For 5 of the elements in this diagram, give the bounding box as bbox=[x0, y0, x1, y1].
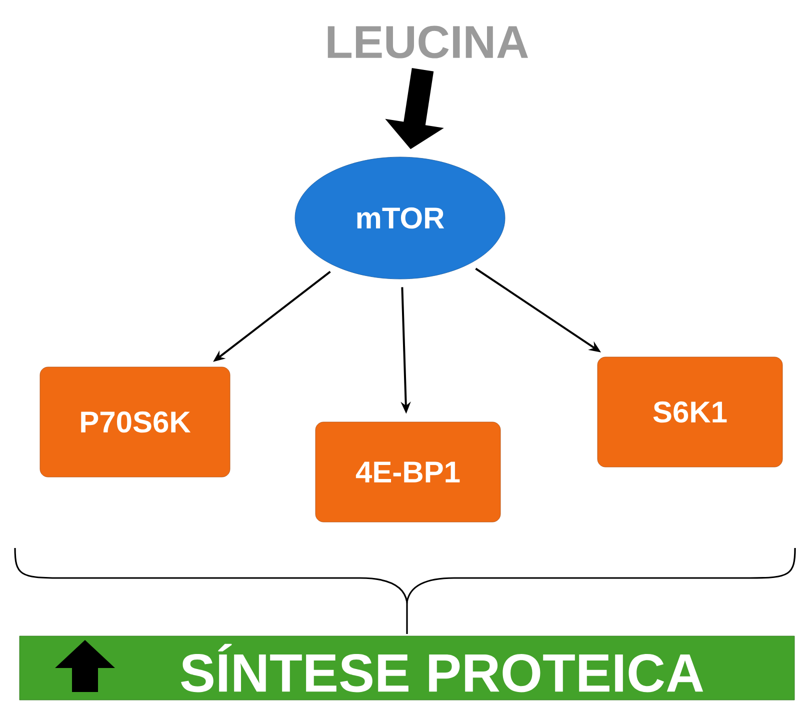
process-box: S6K1 bbox=[597, 356, 783, 468]
title-text: LEUCINA bbox=[328, 26, 528, 58]
process-box: 4E-BP1 bbox=[315, 422, 501, 522]
result-banner: SÍNTESE PROTEICA bbox=[19, 636, 795, 700]
process-box: P70S6K bbox=[40, 366, 230, 478]
